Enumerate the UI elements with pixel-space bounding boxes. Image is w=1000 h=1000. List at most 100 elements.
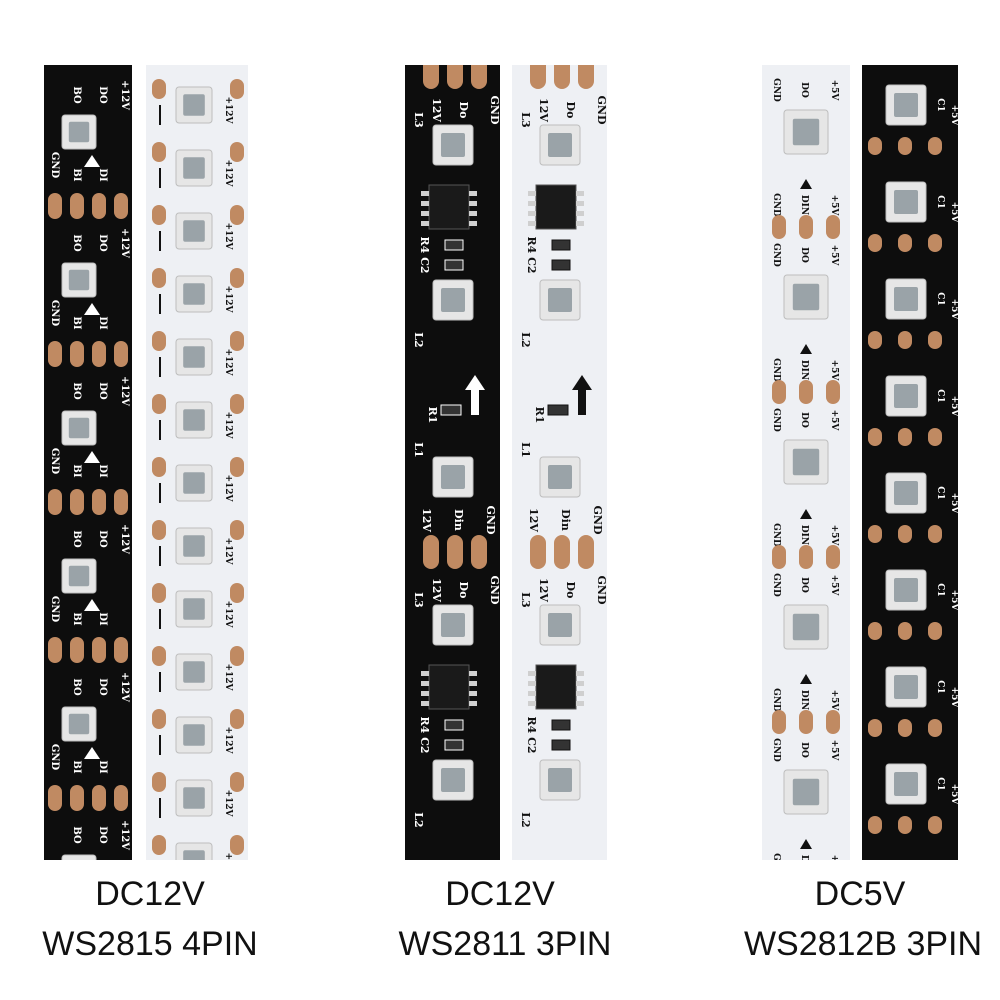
copper-pad (772, 215, 786, 239)
ic-pin (576, 671, 584, 676)
ws2811-voltage-label: DC12V (445, 875, 555, 913)
resistor (440, 404, 462, 416)
direction-arrow-icon (84, 599, 100, 611)
ic-ws2811-chip (428, 664, 470, 710)
pad-label-12v: +12V (223, 600, 233, 628)
copper-pad (799, 545, 813, 569)
ic-pin (421, 681, 429, 686)
copper-pad (152, 268, 166, 288)
ic-pin (576, 191, 584, 196)
direction-arrow-icon (465, 375, 485, 390)
copper-pad (152, 835, 166, 855)
led-die (183, 787, 205, 809)
pad-label-gnd: GND (595, 576, 607, 605)
ic-pin (469, 671, 477, 676)
label-r4-c2: R4 C2 (418, 236, 431, 273)
pad-label-5v: +5V (949, 299, 958, 321)
label-c1: C1 (935, 389, 945, 402)
copper-pad (530, 65, 546, 89)
strip-ws2815-white: +12V+12V+12V+12V+12V+12V+12V+12V+12V+12V… (146, 65, 248, 860)
led-die (183, 94, 205, 116)
copper-pad (578, 535, 594, 569)
led-die (183, 661, 205, 683)
ic-pin (421, 671, 429, 676)
led-die (183, 724, 205, 746)
pad-label-5v: +5V (949, 590, 958, 612)
led-die (441, 613, 465, 637)
pad-label-gnd: GND (771, 523, 781, 547)
copper-pad (152, 205, 166, 225)
copper-pad (70, 489, 84, 515)
direction-arrow-shaft (471, 390, 479, 415)
capacitor (444, 259, 464, 271)
resistor (551, 719, 571, 731)
copper-pad (928, 622, 942, 640)
direction-arrow-icon (84, 303, 100, 315)
led-die (441, 288, 465, 312)
resistor (444, 239, 464, 251)
copper-pad (152, 520, 166, 540)
led-die (441, 768, 465, 792)
label-c1: C1 (935, 680, 945, 693)
copper-pad (230, 772, 244, 792)
pad-label-di: DI (97, 464, 108, 478)
pad-label-din: DIN (799, 690, 809, 710)
pad-label-12v: +12V (223, 411, 233, 439)
led-die (894, 287, 918, 311)
led-die (183, 346, 205, 368)
copper-pad (92, 489, 106, 515)
pad-label-12v: 12V (430, 98, 443, 122)
ic-pin (421, 191, 429, 196)
pad-label-12v: +12V (223, 285, 233, 313)
ic-pin (469, 211, 477, 216)
pad-label-5v: +5V (949, 105, 958, 127)
copper-pad (799, 710, 813, 734)
label-l3: L3 (519, 112, 532, 127)
ws2815-model-label: WS2815 4PIN (42, 925, 258, 963)
copper-pad (70, 637, 84, 663)
pad-label-5v: +5V (949, 202, 958, 224)
capacitor (444, 739, 464, 751)
pad-label-gnd: GND (771, 573, 781, 597)
pad-label-12v: +12V (223, 852, 233, 860)
pad-label-bi: BI (71, 612, 82, 625)
led-die (792, 613, 820, 641)
led-die (548, 768, 572, 792)
pad-label-bo: BO (71, 530, 82, 548)
ic-pin (576, 221, 584, 226)
pad-label-gnd: GND (771, 688, 781, 712)
pad-label-do: DO (97, 826, 108, 844)
led-die (441, 465, 465, 489)
pad-label-bi: BI (71, 760, 82, 773)
copper-pad (152, 646, 166, 666)
pad-label-12v: +12V (119, 524, 130, 554)
pad-label-din: Din (559, 509, 572, 531)
copper-pad (70, 193, 84, 219)
copper-pad (114, 341, 128, 367)
copper-pad (230, 394, 244, 414)
copper-pad (868, 331, 882, 349)
direction-arrow-icon (84, 747, 100, 759)
pad-label-12v: +12V (223, 222, 233, 250)
copper-pad (471, 65, 487, 89)
pad-label-do: DO (97, 382, 108, 400)
copper-pad (898, 816, 912, 834)
copper-pad (928, 234, 942, 252)
pad-label-do: Do (564, 102, 577, 119)
copper-pad (92, 637, 106, 663)
pad-label-do: DO (97, 530, 108, 548)
copper-pad (928, 816, 942, 834)
pad-label-12v: +12V (223, 663, 233, 691)
pad-label-gnd: GND (49, 744, 60, 771)
copper-pad (152, 583, 166, 603)
pad-label-do: DO (799, 577, 809, 593)
led-die (183, 472, 205, 494)
ic-pin (469, 221, 477, 226)
copper-pad (928, 525, 942, 543)
copper-pad (152, 457, 166, 477)
label-c1: C1 (935, 583, 945, 596)
pad-label-gnd: GND (591, 506, 604, 535)
pad-label-din: DIN (799, 195, 809, 215)
